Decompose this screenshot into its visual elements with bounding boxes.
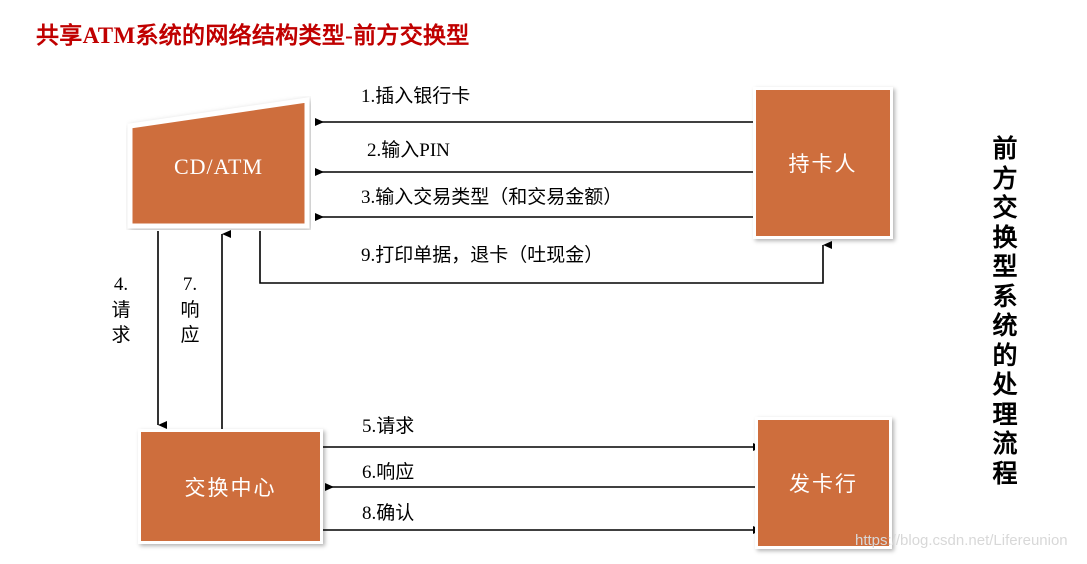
node-cardholder[interactable]: 持卡人 — [753, 87, 893, 239]
edge-label-9: 9.打印单据，退卡（吐现金） — [361, 245, 604, 266]
side-caption: 前 方 交 换 型 系 统 的 处 理 流 程 — [988, 135, 1022, 489]
watermark: https://blog.csdn.net/Lifereunion — [855, 532, 1068, 549]
edge-label-4-char-1: 请 — [111, 299, 131, 321]
edge-label-4-char-2: 求 — [111, 325, 131, 347]
side-caption-char-7: 统 — [992, 312, 1018, 340]
edge-label-7-char-2: 应 — [180, 325, 200, 347]
page-title: 共享ATM系统的网络结构类型-前方交换型 — [36, 23, 470, 48]
edge-label-7-char-1: 响 — [180, 299, 200, 321]
edge-label-2: 2.输入PIN — [367, 140, 450, 161]
side-caption-char-4: 换 — [992, 223, 1018, 252]
side-caption-char-3: 交 — [992, 194, 1018, 222]
node-switch-center-label: 交换中心 — [184, 476, 277, 500]
node-cd-atm[interactable]: CD/ATM — [126, 96, 311, 230]
node-card-issuer[interactable]: 发卡行 — [755, 417, 892, 549]
edge-label-4: 4. 请 求 — [109, 272, 133, 349]
node-switch-center[interactable]: 交换中心 — [138, 429, 323, 544]
side-caption-char-5: 型 — [992, 253, 1018, 281]
side-caption-char-1: 前 — [992, 135, 1018, 163]
side-caption-char-11: 流 — [992, 430, 1018, 458]
edge-label-4-number: 4. — [113, 274, 129, 295]
edge-label-7: 7. 响 应 — [178, 272, 202, 349]
side-caption-char-12: 程 — [992, 459, 1018, 488]
side-caption-char-2: 方 — [992, 164, 1018, 193]
edge-label-7-number: 7. — [182, 274, 198, 295]
side-caption-char-8: 的 — [992, 341, 1018, 370]
edge-label-1: 1.插入银行卡 — [361, 86, 471, 107]
side-caption-char-10: 理 — [992, 400, 1018, 429]
cd-atm-shape — [127, 97, 310, 229]
edge-label-8: 8.确认 — [362, 503, 415, 524]
edge-label-3: 3.输入交易类型（和交易金额） — [361, 187, 623, 208]
side-caption-char-6: 系 — [992, 282, 1018, 311]
edge-label-5: 5.请求 — [362, 416, 415, 437]
edge-label-6: 6.响应 — [362, 462, 415, 483]
node-card-issuer-label: 发卡行 — [789, 473, 858, 496]
side-caption-char-9: 处 — [992, 371, 1018, 399]
node-cd-atm-label: CD/ATM — [173, 154, 264, 179]
node-cardholder-label: 持卡人 — [788, 153, 858, 176]
